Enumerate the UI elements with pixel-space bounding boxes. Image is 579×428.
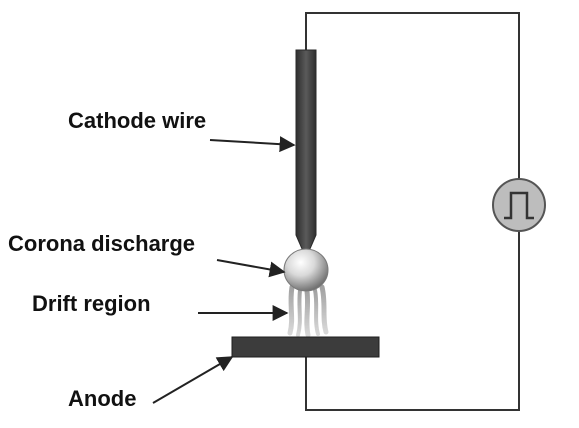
square-pulse-icon xyxy=(504,191,534,220)
label-anode: Anode xyxy=(68,386,136,411)
circuit-wire-bottom xyxy=(305,231,520,411)
drift-region xyxy=(287,284,329,338)
arrow-corona-discharge xyxy=(216,259,286,278)
voltage-source-circle xyxy=(492,178,546,232)
cathode-wire-body xyxy=(295,49,317,260)
cathode-wire xyxy=(295,49,317,260)
label-cathode-wire: Cathode wire xyxy=(68,108,206,133)
arrow-cathode-wire xyxy=(209,136,296,153)
circuit xyxy=(305,12,520,411)
label-drift-region: Drift region xyxy=(32,291,151,316)
circuit-wire-top xyxy=(305,12,520,179)
label-corona-discharge: Corona discharge xyxy=(8,231,195,256)
arrow-anode xyxy=(152,356,234,404)
pointer-arrows xyxy=(152,136,296,404)
pulse-voltage-source xyxy=(492,178,546,232)
anode-plate xyxy=(231,336,380,358)
corona-discharge-glow xyxy=(283,248,329,292)
